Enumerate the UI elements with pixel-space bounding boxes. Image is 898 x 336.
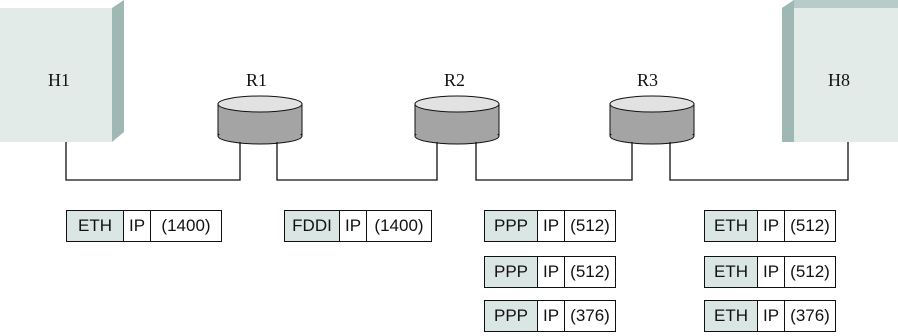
frame-link-header: ETH (67, 211, 124, 241)
frame-ip-header: IP (758, 301, 785, 331)
frame-ip-header: IP (758, 211, 785, 241)
frame-ip-header: IP (538, 301, 565, 331)
host-h8-label: H8 (828, 70, 850, 90)
frame-ip-header: IP (758, 257, 785, 287)
frame-r2-r3-2: PPP IP (512) (484, 256, 616, 288)
router-r2-cylinder (414, 95, 500, 145)
frame-ip-header: IP (124, 211, 151, 241)
host-h8-box (782, 0, 898, 142)
frame-payload-size: (376) (790, 306, 830, 325)
router-r2-label: R2 (444, 70, 466, 90)
host-h1-label: H1 (48, 70, 70, 90)
frame-r3-h8-2: ETH IP (512) (704, 256, 836, 288)
host-h1-box (0, 0, 124, 142)
link-r2-r3 (475, 142, 633, 181)
frame-link-header: FDDI (285, 211, 340, 241)
frame-h1-r1: ETH IP (1400) (66, 210, 222, 242)
frame-r2-r3-1: PPP IP (512) (484, 210, 616, 242)
router-r1-label: R1 (246, 70, 268, 90)
link-h1-r1 (65, 142, 241, 181)
frame-link-header: ETH (705, 301, 758, 331)
link-r3-h8 (669, 142, 849, 181)
link-r1-r2 (276, 142, 438, 181)
frame-payload-size: (1400) (161, 216, 211, 235)
frame-link-header: ETH (705, 257, 758, 287)
frame-link-header: PPP (485, 301, 538, 331)
frame-payload-size: (512) (790, 216, 830, 235)
frame-ip-header: IP (538, 257, 565, 287)
router-r3-cylinder (609, 95, 695, 145)
frame-payload-size: (512) (570, 216, 610, 235)
frame-r3-h8-1: ETH IP (512) (704, 210, 836, 242)
frame-payload-size: (512) (790, 262, 830, 281)
frame-r3-h8-3: ETH IP (376) (704, 300, 836, 332)
frame-r1-r2: FDDI IP (1400) (284, 210, 432, 242)
frame-payload-size: (376) (570, 306, 610, 325)
router-r3-label: R3 (637, 70, 659, 90)
router-r1-cylinder (217, 95, 303, 145)
frame-payload-size: (1400) (374, 216, 424, 235)
frame-r2-r3-3: PPP IP (376) (484, 300, 616, 332)
frame-link-header: ETH (705, 211, 758, 241)
frame-ip-header: IP (340, 211, 367, 241)
frame-link-header: PPP (485, 211, 538, 241)
frame-payload-size: (512) (570, 262, 610, 281)
frame-ip-header: IP (538, 211, 565, 241)
frame-link-header: PPP (485, 257, 538, 287)
